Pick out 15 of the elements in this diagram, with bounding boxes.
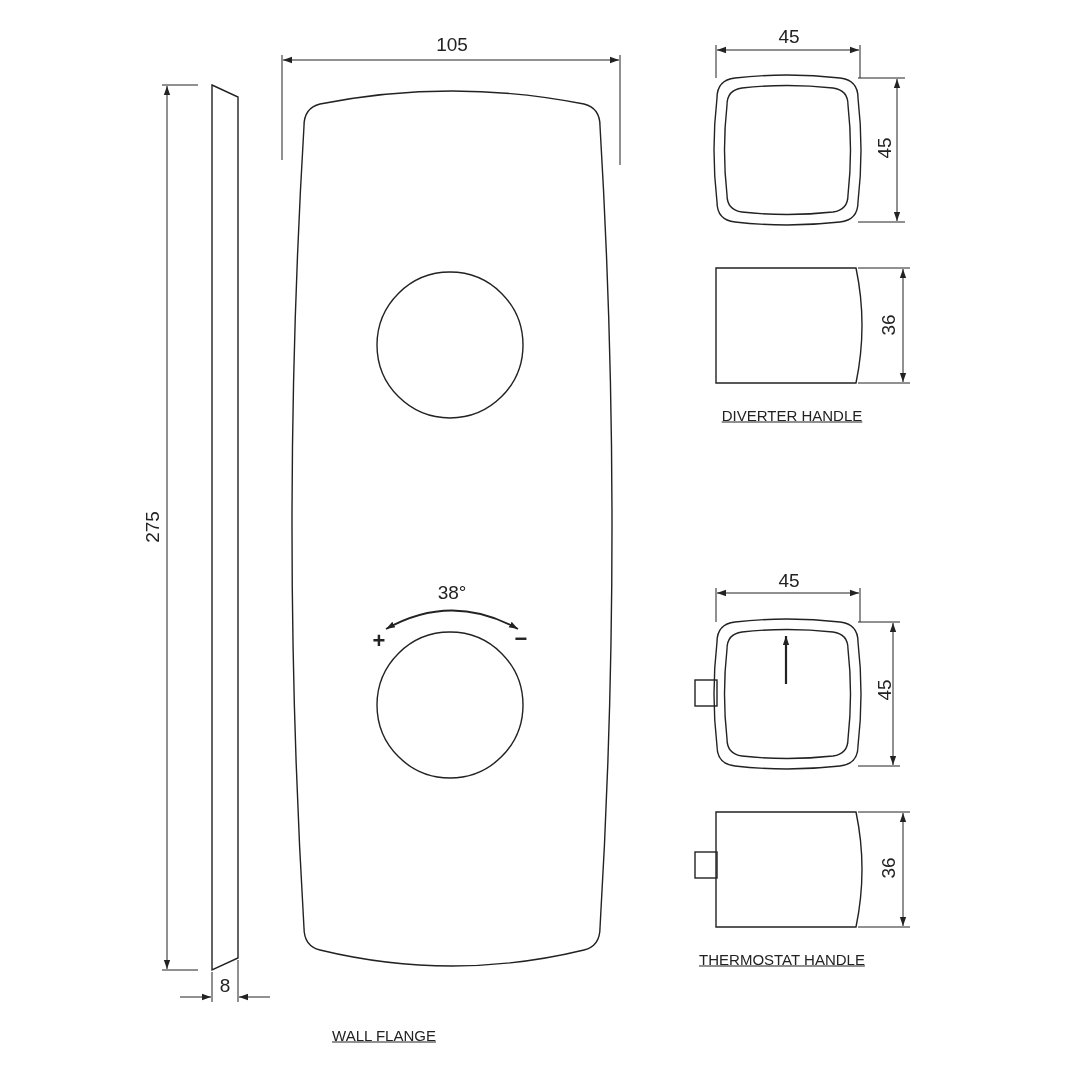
plus-sign: +: [372, 630, 386, 652]
dimension-label: 8: [219, 975, 231, 995]
view-title: WALL FLANGE: [332, 1027, 436, 1043]
dimension-label: 45: [778, 570, 800, 590]
dimension-label: 45: [778, 26, 800, 46]
dimension-label: 36: [878, 857, 898, 879]
dimension-label: 45: [874, 137, 894, 159]
view-title: DIVERTER HANDLE: [721, 407, 863, 423]
dimension-label: 275: [142, 511, 162, 543]
angle-label: 38°: [437, 582, 467, 602]
minus-sign: −: [514, 628, 528, 650]
dimension-label: 105: [436, 34, 468, 54]
dimension-label: 36: [878, 314, 898, 336]
view-title: THERMOSTAT HANDLE: [699, 951, 865, 967]
dimension-label: 45: [874, 679, 894, 701]
